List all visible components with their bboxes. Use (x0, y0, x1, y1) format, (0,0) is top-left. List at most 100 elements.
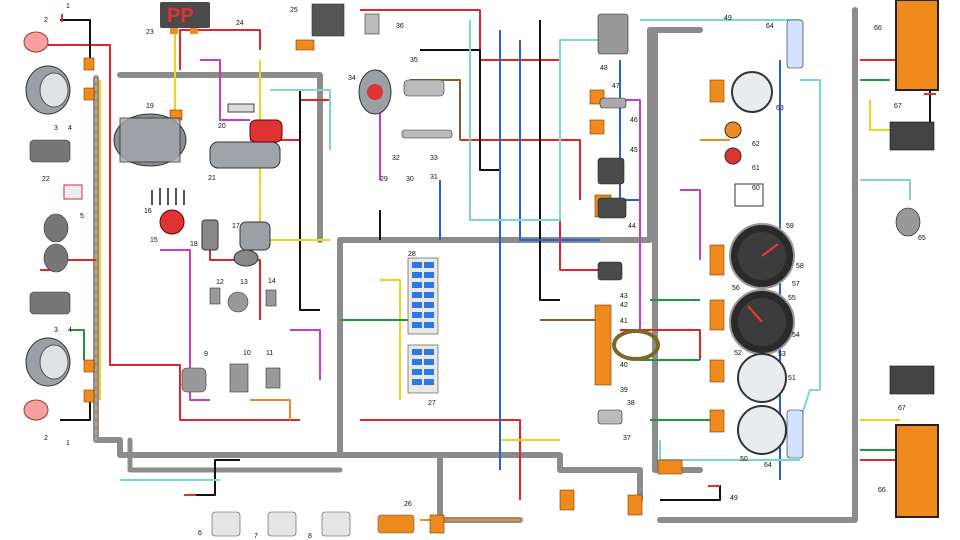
label-56: 56 (732, 285, 740, 292)
sensor-icon (181, 287, 281, 393)
label-58: 58 (796, 263, 804, 270)
label-15: 15 (150, 237, 158, 244)
label-66: 66 (874, 25, 882, 32)
switch-block-icon (211, 511, 415, 537)
label-8: 8 (308, 533, 312, 540)
label-37: 37 (623, 435, 631, 442)
label-18: 18 (190, 241, 198, 248)
label-55: 55 (788, 295, 796, 302)
relay-box-label: PP (167, 5, 194, 27)
label-38: 38 (627, 400, 635, 407)
label-3b: 3 (54, 327, 58, 334)
label-34: 34 (348, 75, 356, 82)
sensor-icon (311, 3, 453, 139)
label-11: 11 (266, 350, 273, 357)
headlight-icon (25, 65, 71, 115)
sensor-icon (227, 103, 255, 113)
label-27: 27 (428, 400, 436, 407)
label-28: 28 (408, 251, 416, 258)
ground-icon (61, 14, 936, 496)
distributor-icon (151, 188, 185, 235)
label-48: 48 (600, 65, 608, 72)
label-2: 2 (44, 17, 48, 24)
tachometer-icon (729, 223, 795, 289)
label-41: 41 (620, 318, 628, 325)
sensor-icon (63, 184, 83, 200)
fuse-box-27 (407, 344, 439, 394)
label-61: 61 (752, 165, 760, 172)
label-42: 42 (620, 302, 628, 309)
label-33: 33 (430, 155, 438, 162)
fuse-box-28 (407, 257, 439, 335)
label-36: 36 (396, 23, 404, 30)
label-50: 50 (740, 456, 748, 463)
washer-motor-icon (358, 69, 392, 115)
label-23: 23 (146, 29, 154, 36)
label-14: 14 (268, 278, 276, 285)
label-63: 63 (776, 105, 784, 112)
generator-icon (113, 113, 187, 167)
label-59: 59 (786, 223, 794, 230)
label-60: 60 (752, 185, 760, 192)
label-44: 44 (628, 223, 636, 230)
label-20: 20 (218, 123, 226, 130)
label-5: 5 (80, 213, 84, 220)
label-51: 51 (788, 375, 796, 382)
relay-box: PP (160, 2, 210, 34)
label-65: 65 (918, 235, 926, 242)
relay-icon (786, 19, 804, 459)
label-39: 39 (620, 387, 628, 394)
label-3: 3 (54, 125, 58, 132)
label-46: 46 (630, 117, 638, 124)
connectors (83, 39, 725, 534)
tail-light-icon (895, 0, 939, 518)
label-66b: 66 (878, 487, 886, 494)
label-21: 21 (208, 175, 216, 182)
label-64b: 64 (764, 462, 772, 469)
label-40: 40 (620, 362, 628, 369)
label-24: 24 (236, 20, 244, 27)
label-7: 7 (254, 533, 258, 540)
label-17: 17 (232, 223, 240, 230)
label-16: 16 (144, 208, 152, 215)
label-35: 35 (410, 57, 418, 64)
starter-icon (209, 119, 283, 169)
instrument-gauge-icon (724, 71, 773, 207)
label-4b: 4 (68, 327, 72, 334)
label-4: 4 (68, 125, 72, 132)
speedometer-icon (729, 289, 795, 355)
label-57: 57 (792, 281, 800, 288)
label-49: 49 (724, 15, 732, 22)
ignition-coil-icon (201, 219, 219, 251)
wires (40, 9, 931, 521)
sensor-icon (889, 121, 935, 395)
label-52: 52 (734, 350, 742, 357)
label-13: 13 (240, 279, 248, 286)
label-54: 54 (792, 332, 800, 339)
label-9: 9 (204, 351, 208, 358)
wiper-motor-icon (233, 221, 271, 267)
label-26: 26 (404, 501, 412, 508)
label-1b: 1 (66, 440, 70, 447)
label-47: 47 (612, 83, 620, 90)
label-31: 31 (430, 174, 438, 181)
label-64: 64 (766, 23, 774, 30)
label-45: 45 (630, 147, 638, 154)
label-29: 29 (380, 176, 388, 183)
label-6: 6 (198, 530, 202, 537)
turn-signal-icon (23, 31, 49, 421)
label-49b: 49 (730, 495, 738, 502)
label-30: 30 (406, 176, 414, 183)
label-22: 22 (42, 176, 50, 183)
label-67: 67 (894, 103, 902, 110)
label-12: 12 (216, 279, 224, 286)
instrument-gauge-icon (737, 353, 787, 455)
harness-bundles (93, 7, 858, 523)
label-53: 53 (778, 351, 786, 358)
label-67b: 67 (898, 405, 906, 412)
label-25: 25 (290, 7, 298, 14)
label-10: 10 (243, 350, 251, 357)
label-43: 43 (620, 293, 628, 300)
label-32: 32 (392, 155, 400, 162)
